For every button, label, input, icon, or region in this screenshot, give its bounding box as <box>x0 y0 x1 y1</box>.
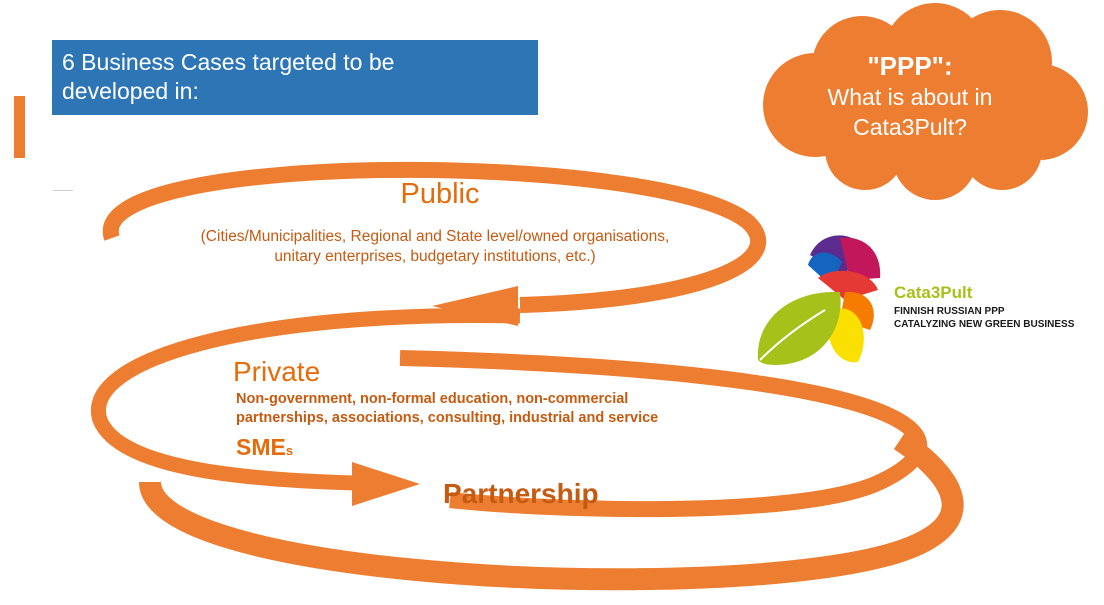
private-title: Private <box>233 356 321 387</box>
divider-tick <box>53 190 73 191</box>
smes-suffix: s <box>285 443 294 458</box>
smes-label: SMEs <box>236 434 293 461</box>
public-desc-line-1: (Cities/Municipalities, Regional and Sta… <box>200 228 670 245</box>
partnership-label: Partnership <box>443 478 599 509</box>
public-desc-line-2: unitary enterprises, budgetary instituti… <box>274 248 596 265</box>
cloud-line-2: What is about in <box>827 84 993 110</box>
cloud-shape <box>763 3 1088 200</box>
title-line-1: 6 Business Cases targeted to be <box>62 49 395 75</box>
smes-main: SME <box>236 434 286 460</box>
private-loop <box>399 350 928 518</box>
private-description: Non-government, non-formal education, no… <box>236 390 716 428</box>
logo-tagline: FINNISH RUSSIAN PPP CATALYZING NEW GREEN… <box>894 305 1074 331</box>
logo-tagline-2: CATALYZING NEW GREEN BUSINESS <box>894 319 1075 330</box>
bottom-swoosh <box>139 430 964 591</box>
accent-bar <box>14 96 25 158</box>
private-arrowhead <box>352 462 420 506</box>
cloud-heading: "PPP": <box>867 51 953 81</box>
private-loop-left <box>90 308 521 491</box>
private-desc-line-1: Non-government, non-formal education, no… <box>236 391 629 407</box>
cloud-line-3: Cata3Pult? <box>853 114 967 140</box>
logo-tagline-1: FINNISH RUSSIAN PPP <box>894 306 1005 317</box>
private-desc-line-2: partnerships, associations, consulting, … <box>236 410 659 426</box>
cloud-text: "PPP": What is about in Cata3Pult? <box>790 50 1030 142</box>
logo-name: Cata3Pult <box>894 283 973 302</box>
title-box: 6 Business Cases targeted to be develope… <box>52 40 538 115</box>
public-title: Public <box>400 178 480 210</box>
title-line-2: developed in: <box>62 78 199 104</box>
public-description: (Cities/Municipalities, Regional and Sta… <box>140 227 730 267</box>
logo-leaves <box>757 235 881 365</box>
public-loop <box>102 161 767 313</box>
